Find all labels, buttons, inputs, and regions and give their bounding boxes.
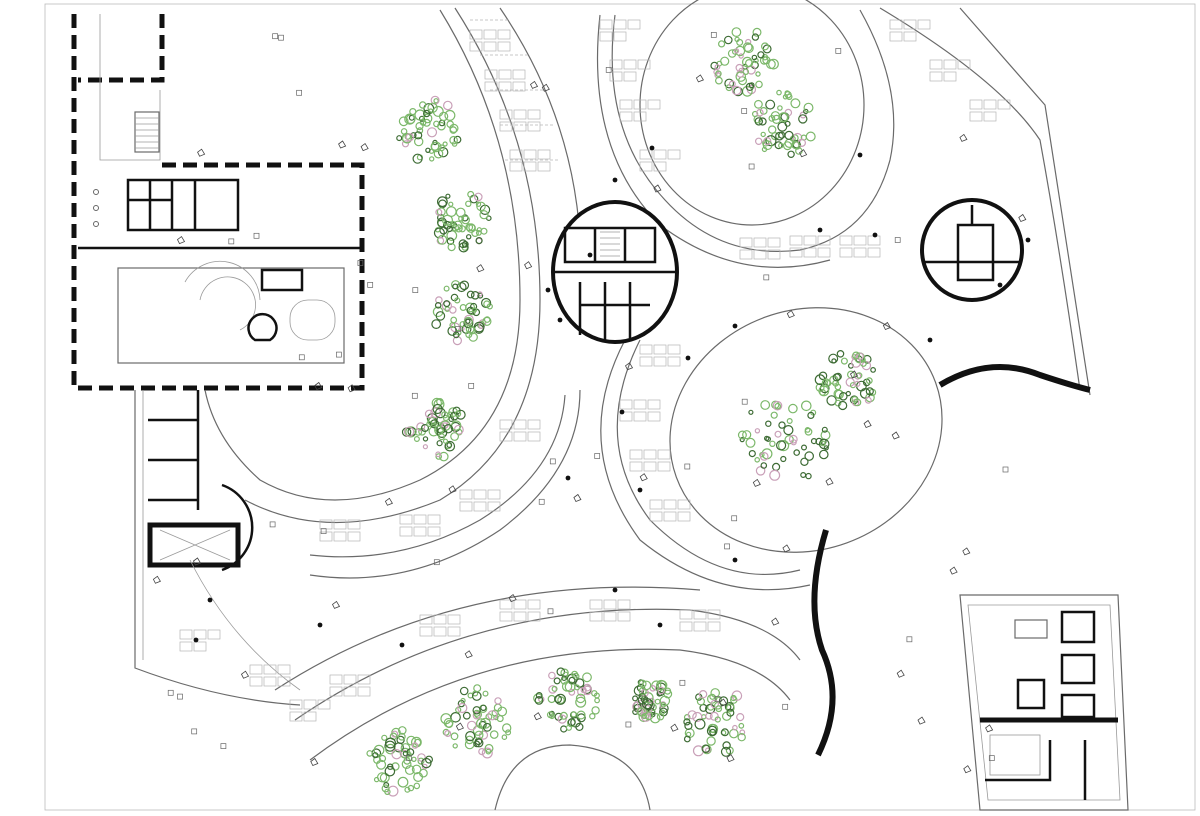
sheet-border <box>44 3 1196 811</box>
tree-10 <box>632 679 673 724</box>
tree-7 <box>814 349 877 411</box>
left-lower-wing <box>134 390 301 706</box>
tree-6 <box>751 89 816 158</box>
columns <box>193 145 1031 648</box>
tree-8 <box>737 400 831 481</box>
desk-grids <box>179 19 1011 722</box>
small-building-bottom-right <box>959 594 1129 811</box>
room-cluster-upper <box>126 178 240 232</box>
tree-5 <box>710 27 779 97</box>
circular-core-left <box>551 200 679 344</box>
tree-9 <box>533 667 600 733</box>
facade-curve-right <box>938 364 1091 393</box>
circular-core-right <box>920 198 1024 302</box>
tree-3 <box>431 280 493 346</box>
furniture-markers <box>152 32 1027 774</box>
tree-2 <box>433 190 492 253</box>
left-building <box>71 14 365 391</box>
facade-curve-bottom <box>811 529 836 757</box>
organic-office-ring <box>204 0 1091 811</box>
stair-upper-left <box>134 111 160 153</box>
tree-4 <box>401 397 466 462</box>
tree-11 <box>683 688 746 757</box>
tree-12 <box>440 684 512 759</box>
trees <box>366 27 877 797</box>
tree-13 <box>366 726 434 797</box>
tree-1 <box>396 95 462 164</box>
